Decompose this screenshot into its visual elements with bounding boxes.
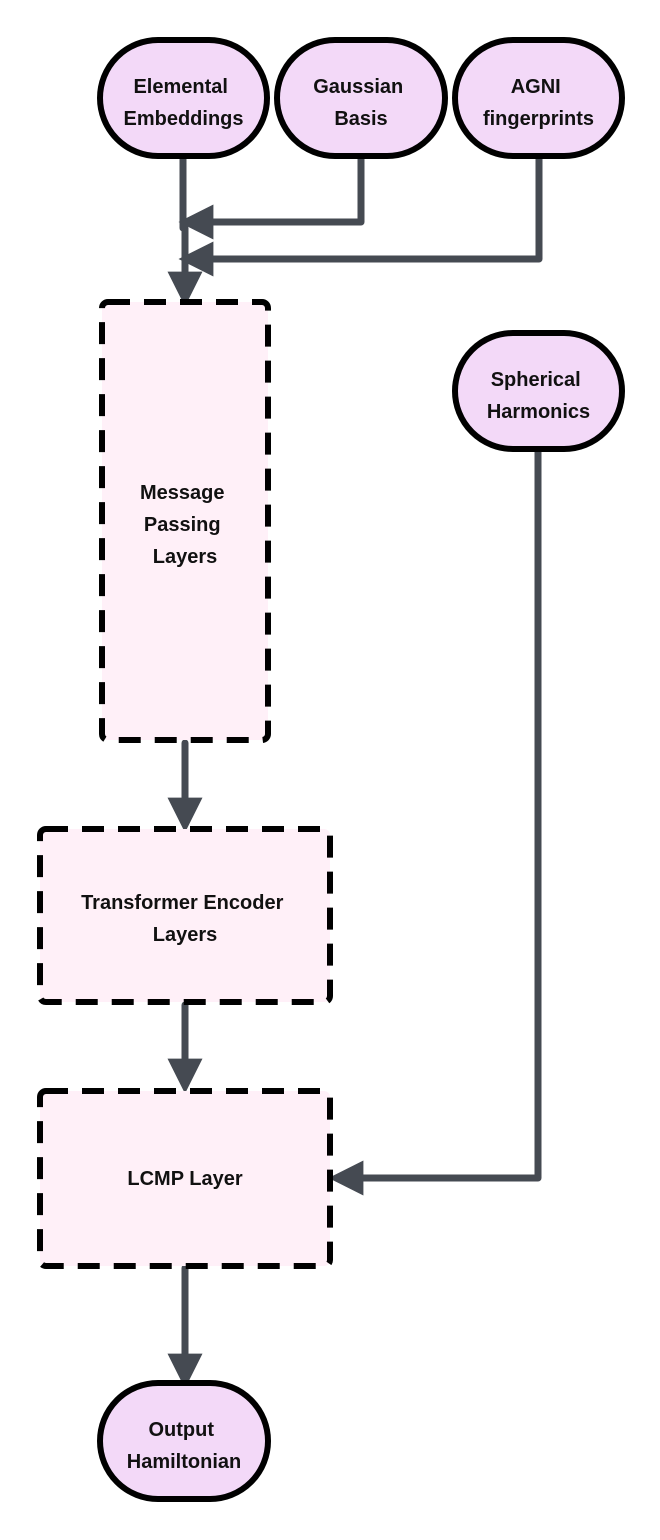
dashed-box xyxy=(99,299,271,743)
node-label: Spherical Harmonics xyxy=(487,369,590,423)
oval-shape xyxy=(97,1380,271,1502)
node-elemental-embeddings: Elemental Embeddings xyxy=(97,37,270,159)
oval-shape xyxy=(452,37,625,159)
node-label-line: Basis xyxy=(334,108,387,130)
node-label-line: AGNI xyxy=(511,76,561,98)
arrow-embeddings-to-message-passing xyxy=(167,154,203,307)
oval-shape xyxy=(452,330,625,452)
node-label-line: Elemental xyxy=(133,76,227,98)
node-label-line: Message xyxy=(140,482,225,504)
dashed-box xyxy=(37,1088,333,1269)
arrow-harmonics-to-lcmp xyxy=(328,448,542,1196)
node-agni-fingerprints: AGNI fingerprints xyxy=(452,37,625,159)
node-label-line: Harmonics xyxy=(487,401,590,423)
node-gaussian-basis: Gaussian Basis xyxy=(274,37,448,159)
node-label: LCMP Layer xyxy=(127,1168,242,1190)
oval-shape xyxy=(274,37,448,159)
node-label: Transformer Encoder Layers xyxy=(81,892,289,946)
node-label-line: Passing xyxy=(144,514,221,536)
node-label: Output Hamiltonian xyxy=(127,1419,241,1473)
node-label-line: Gaussian xyxy=(313,76,403,98)
node-output-hamiltonian: Output Hamiltonian xyxy=(97,1380,271,1502)
node-label-line: Layers xyxy=(153,924,218,946)
node-spherical-harmonics: Spherical Harmonics xyxy=(452,330,625,452)
node-label-line: fingerprints xyxy=(483,108,594,130)
node-message-passing-layers: Message Passing Layers xyxy=(99,299,271,743)
node-lcmp-layer: LCMP Layer xyxy=(37,1088,333,1269)
arrow-agni-to-trunk xyxy=(178,154,543,277)
node-label: Message Passing Layers xyxy=(140,482,230,568)
node-label-line: Hamiltonian xyxy=(127,1451,241,1473)
connectors xyxy=(167,154,543,1389)
node-label-line: Embeddings xyxy=(123,108,243,130)
arrow-gaussian-to-trunk xyxy=(178,154,365,240)
node-label: Gaussian Basis xyxy=(313,76,409,130)
node-label: AGNI fingerprints xyxy=(483,76,594,130)
node-label-line: Output xyxy=(148,1419,214,1441)
node-label-line: Spherical xyxy=(491,369,581,391)
node-label-line: LCMP Layer xyxy=(127,1168,242,1190)
oval-shape xyxy=(97,37,270,159)
node-label-line: Transformer Encoder xyxy=(81,892,284,914)
node-label-line: Layers xyxy=(153,546,218,568)
node-label: Elemental Embeddings xyxy=(123,76,243,130)
dashed-box xyxy=(37,826,333,1005)
node-transformer-encoder-layers: Transformer Encoder Layers xyxy=(37,826,333,1005)
